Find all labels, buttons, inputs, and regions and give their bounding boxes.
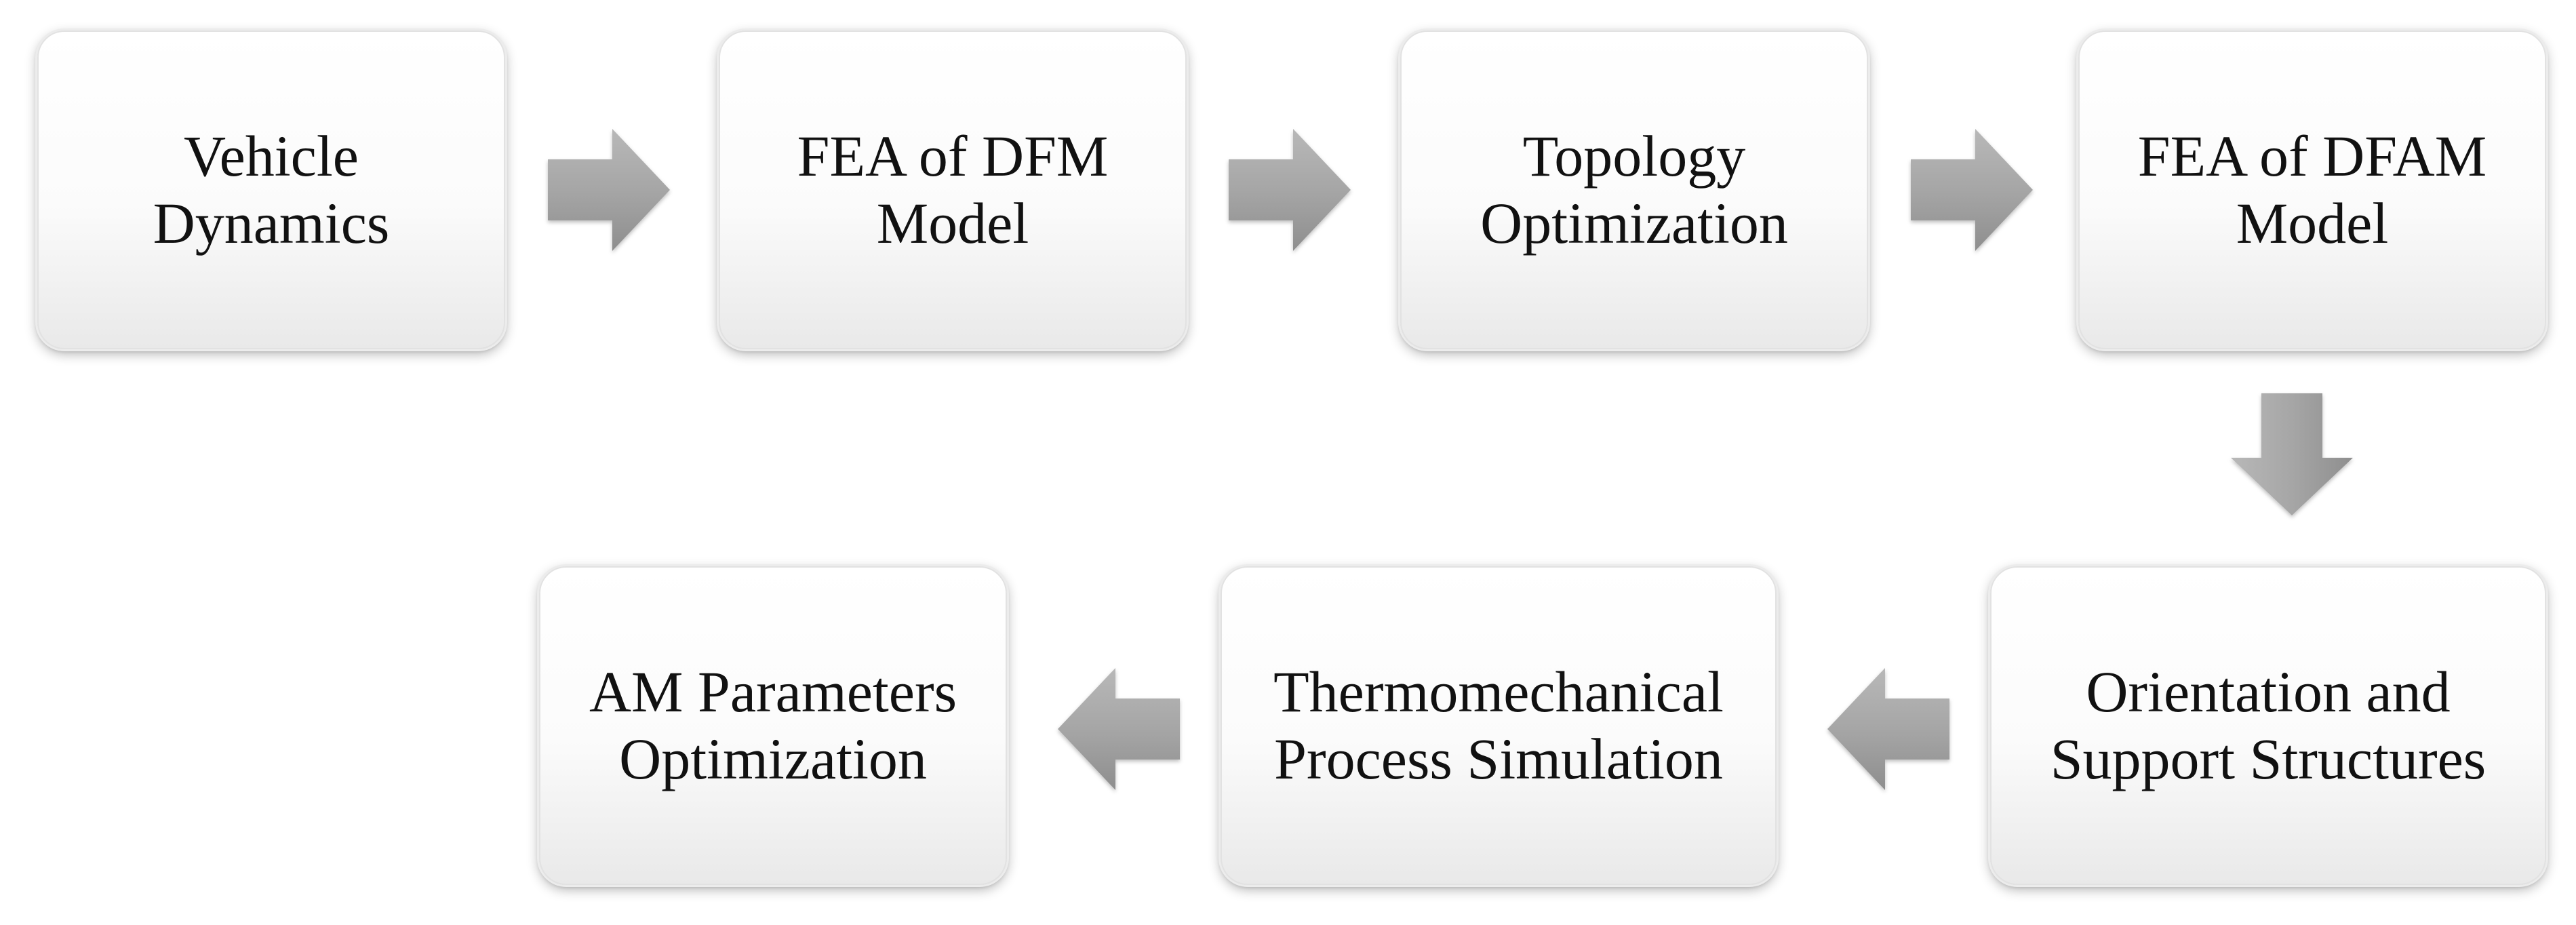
step-thermomechanical-simulation: Thermomechanical Process Simulation (1221, 566, 1777, 885)
step-label: FEA of DFM Model (797, 123, 1109, 256)
step-vehicle-dynamics: Vehicle Dynamics (37, 31, 505, 349)
step-label: AM Parameters Optimization (589, 659, 957, 791)
step-fea-dfm-model: FEA of DFM Model (719, 31, 1187, 349)
step-label: Vehicle Dynamics (153, 123, 390, 256)
arrow-left-icon (1827, 668, 1949, 790)
arrow-right-icon (548, 129, 670, 251)
step-am-parameters-optimization: AM Parameters Optimization (539, 566, 1007, 885)
step-label: Thermomechanical Process Simulation (1273, 659, 1724, 791)
step-topology-optimization: Topology Optimization (1400, 31, 1868, 349)
step-orientation-support: Orientation and Support Structures (1990, 566, 2546, 885)
step-fea-dfam-model: FEA of DFAM Model (2078, 31, 2546, 349)
step-label: Orientation and Support Structures (2050, 659, 2486, 791)
arrow-down-icon (2231, 393, 2353, 515)
arrow-right-icon (1229, 129, 1351, 251)
arrow-right-icon (1911, 129, 2033, 251)
arrow-left-icon (1058, 668, 1180, 790)
step-label: FEA of DFAM Model (2137, 123, 2487, 256)
step-label: Topology Optimization (1480, 123, 1788, 256)
